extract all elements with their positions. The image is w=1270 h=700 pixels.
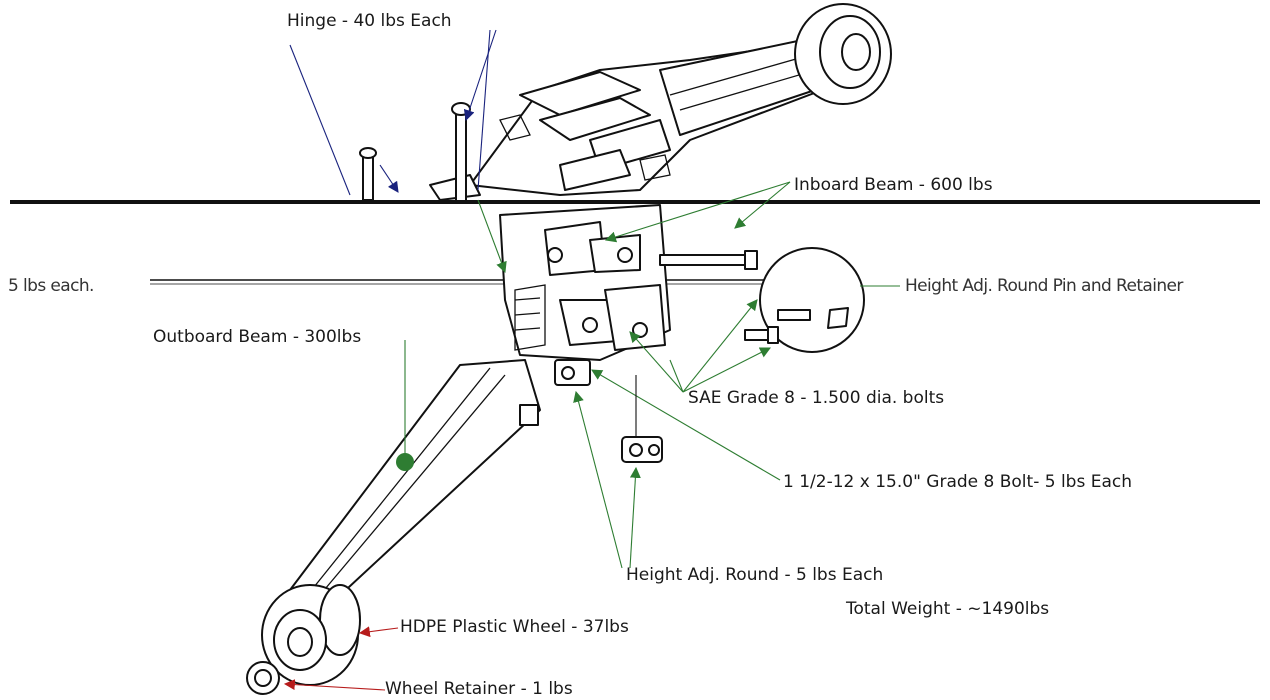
hinge-leaders: [289, 29, 497, 196]
inboard-beam-label: Inboard Beam - 600 lbs: [794, 175, 993, 195]
long-bolt: [659, 250, 758, 270]
height-adj-round-part: [554, 359, 591, 386]
hinge-block: [499, 204, 671, 361]
sae-bolts-label: SAE Grade 8 - 1.500 dia. bolts: [688, 388, 944, 408]
height-adj-round-part-2: [621, 436, 663, 463]
pin-and-retainer-label: Height Adj. Round Pin and Retainer: [905, 276, 1183, 296]
hdpe-wheel: [261, 584, 361, 686]
bolt-label: 1 1/2-12 x 15.0" Grade 8 Bolt- 5 lbs Eac…: [783, 472, 1132, 492]
pin-detail-circle: [744, 247, 865, 353]
bolt-leader: [591, 369, 781, 481]
hinge-pin-left: [359, 147, 377, 201]
wheel-retainer-leader: [283, 679, 386, 691]
total-weight-label: Total Weight - ~1490lbs: [845, 599, 1049, 619]
inboard-end-cap: [794, 3, 892, 105]
wheel-retainer-label: Wheel Retainer - 1 lbs: [385, 679, 573, 699]
inboard-beam-leaders: [604, 181, 791, 243]
outboard-beam-label: Outboard Beam - 300lbs: [153, 327, 361, 347]
outboard-beam: [289, 359, 541, 601]
wheel-leader: [358, 626, 399, 638]
wheel-retainer: [246, 661, 280, 695]
hdpe-wheel-label: HDPE Plastic Wheel - 37lbs: [400, 617, 629, 637]
pin-leaders: [477, 199, 900, 287]
outboard-beam-dot: [396, 453, 414, 471]
height-adj-round-label: Height Adj. Round - 5 lbs Each: [626, 565, 883, 585]
sae-bolt-leaders: [629, 299, 771, 393]
pin-weight-label: 5 lbs each.: [8, 276, 94, 296]
hinge-label: Hinge - 40 lbs Each: [287, 11, 452, 31]
height-adj-round-leaders: [573, 375, 641, 569]
